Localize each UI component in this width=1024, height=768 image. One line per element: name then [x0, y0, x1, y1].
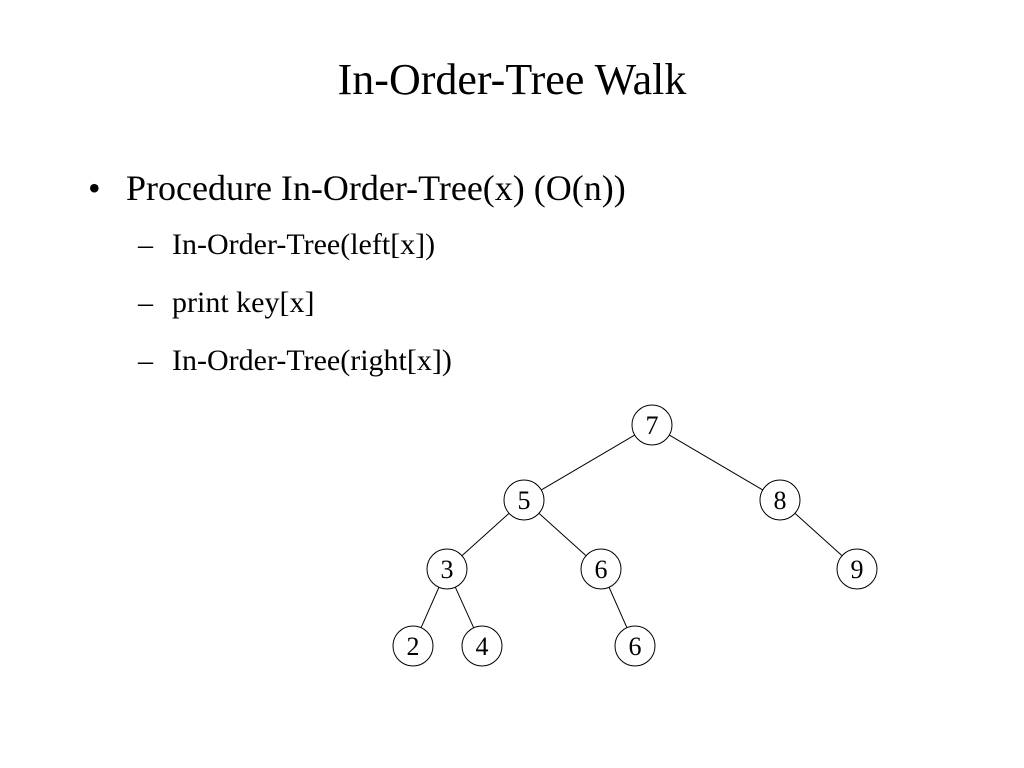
tree-edge-n8-n9: [794, 512, 843, 557]
tree-node-n6a: 6: [580, 548, 622, 590]
node-label: 6: [595, 555, 608, 584]
dash-marker: –: [138, 286, 153, 319]
sub-bullet-list: – In-Order-Tree(left[x]) – print key[x] …: [88, 216, 968, 390]
sub-bullet-text: In-Order-Tree(left[x]): [172, 228, 436, 261]
tree-edge-n3-n2: [420, 587, 440, 628]
node-circle: [461, 625, 503, 667]
dash-marker: –: [138, 228, 153, 261]
tree-edges: [420, 434, 843, 629]
tree-edge-n7-n8: [669, 434, 763, 491]
tree-edge-n5-n6a: [538, 512, 587, 557]
bullet-text: Procedure In-Order-Tree(x) (O(n)): [126, 168, 626, 208]
node-circle: [426, 548, 468, 590]
node-label: 8: [774, 486, 787, 515]
tree-node-n9: 9: [836, 548, 878, 590]
tree-node-n4: 4: [461, 625, 503, 667]
sub-bullet-text: In-Order-Tree(right[x]): [172, 344, 452, 377]
node-label: 5: [518, 486, 531, 515]
node-circle: [392, 625, 434, 667]
sub-bullet-text: print key[x]: [172, 286, 315, 319]
sub-bullet-right: – In-Order-Tree(right[x]): [88, 332, 968, 390]
node-label: 3: [441, 555, 454, 584]
node-label: 7: [646, 411, 659, 440]
tree-edge-n6a-n6b: [608, 587, 628, 628]
sub-bullet-print: – print key[x]: [88, 274, 968, 332]
dash-marker: –: [138, 344, 153, 377]
tree-node-n6b: 6: [614, 625, 656, 667]
tree-node-n8: 8: [759, 479, 801, 521]
node-circle: [614, 625, 656, 667]
node-label: 6: [629, 632, 642, 661]
tree-edge-n3-n4: [454, 586, 475, 629]
node-circle: [836, 548, 878, 590]
tree-edge-n5-n3: [461, 512, 510, 557]
node-circle: [580, 548, 622, 590]
tree-node-n7: 7: [631, 404, 673, 446]
node-label: 4: [476, 632, 489, 661]
sub-bullet-left: – In-Order-Tree(left[x]): [88, 216, 968, 274]
node-circle: [631, 404, 673, 446]
bullet-marker: •: [88, 168, 101, 208]
node-circle: [759, 479, 801, 521]
slide-title: In-Order-Tree Walk: [337, 55, 687, 104]
node-label: 2: [407, 632, 420, 661]
tree-node-n5: 5: [503, 479, 545, 521]
bullet-item-procedure: • Procedure In-Order-Tree(x) (O(n)): [88, 160, 968, 216]
tree-node-n2: 2: [392, 625, 434, 667]
bullet-list: • Procedure In-Order-Tree(x) (O(n)) – In…: [88, 160, 968, 390]
node-label: 9: [851, 555, 864, 584]
tree-node-n3: 3: [426, 548, 468, 590]
tree-edge-n7-n5: [541, 434, 635, 491]
node-circle: [503, 479, 545, 521]
tree-nodes: 7 5 8 3 6 9 2 4 6: [392, 404, 878, 667]
